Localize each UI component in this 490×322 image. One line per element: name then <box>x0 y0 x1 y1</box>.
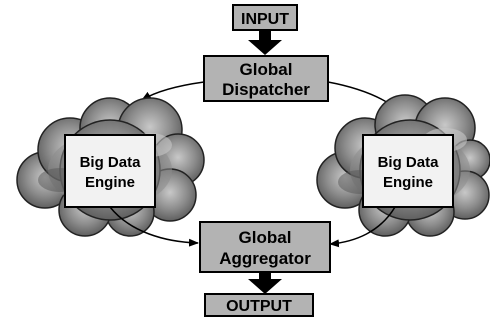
input-label: INPUT <box>241 11 289 28</box>
left-engine-node: Big Data Engine <box>64 134 156 208</box>
right-engine-node: Big Data Engine <box>362 134 454 208</box>
left-engine-label-line2: Engine <box>85 174 135 191</box>
aggregator-box <box>199 221 331 273</box>
dispatcher-label-line1: Global <box>240 60 293 79</box>
aggregator-label-line2: Aggregator <box>219 249 311 268</box>
dispatcher-box <box>203 55 329 102</box>
input-box <box>232 4 298 31</box>
input-node: INPUT <box>232 4 298 31</box>
dispatcher-label-line2: Dispatcher <box>222 80 310 99</box>
right-engine-label-line2: Engine <box>383 174 433 191</box>
aggregator-node: Global Aggregator <box>199 221 331 273</box>
right-engine-label-line1: Big Data <box>378 154 440 171</box>
input-to-dispatcher-arrow <box>248 31 282 55</box>
left-engine-box <box>64 134 156 208</box>
left-engine-label-line1: Big Data <box>80 154 142 171</box>
output-box <box>204 293 314 317</box>
aggregator-to-output-arrow <box>248 273 282 294</box>
output-label: OUTPUT <box>226 298 292 315</box>
dispatcher-node: Global Dispatcher <box>203 55 329 102</box>
right-engine-to-aggregator-arrow <box>329 206 396 248</box>
aggregator-label-line1: Global <box>239 228 292 247</box>
right-engine-box <box>362 134 454 208</box>
output-node: OUTPUT <box>204 293 314 317</box>
left-engine-to-aggregator-arrow <box>109 206 199 247</box>
